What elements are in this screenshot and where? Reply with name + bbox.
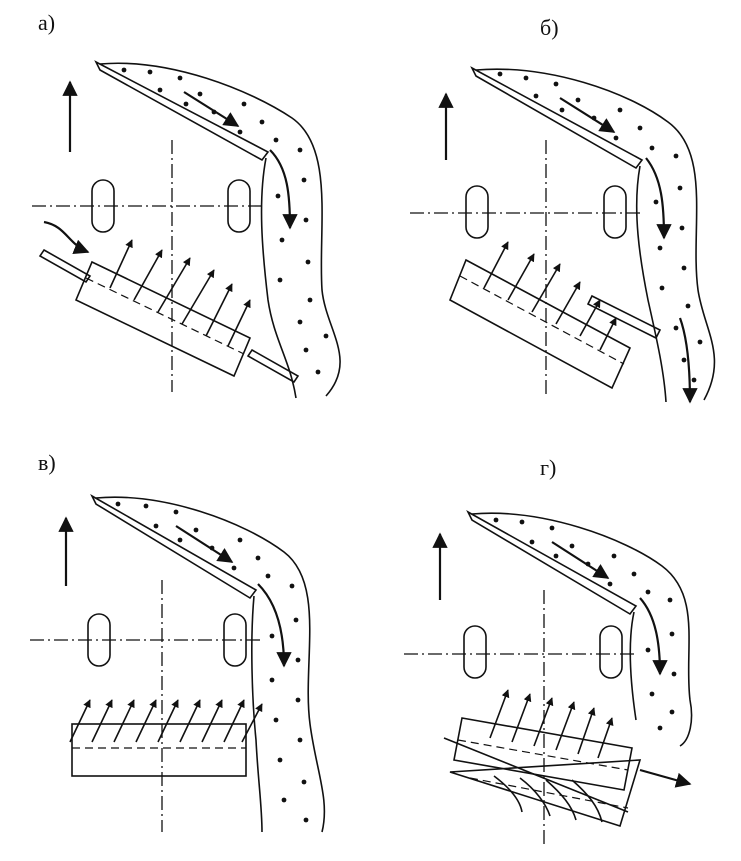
windrow-outer-edge xyxy=(95,496,326,833)
pickup-inner-line xyxy=(85,277,245,355)
pickup-flow-arrows xyxy=(483,241,617,351)
crop-flow-arrow xyxy=(639,597,668,676)
pickup-flow-arrows xyxy=(109,239,251,347)
pickup-unit xyxy=(448,258,632,390)
windrow-board xyxy=(90,493,258,600)
right-wheel xyxy=(603,185,627,239)
feed-arrow xyxy=(43,220,90,254)
crop-flow-arrow xyxy=(257,583,292,668)
panel-b-label: б) xyxy=(540,15,559,40)
windrow-board xyxy=(466,510,638,616)
windrow-dots xyxy=(497,71,703,383)
panel-g: г) xyxy=(404,455,693,848)
crop-flow-arrow xyxy=(183,91,240,127)
conveyor-inner-line xyxy=(469,777,629,809)
right-wheel xyxy=(223,613,247,667)
right-wheel xyxy=(599,625,623,679)
left-wheel xyxy=(87,613,111,667)
pickup-unit xyxy=(74,260,252,378)
pickup-unit xyxy=(453,717,633,791)
panel-a: а) xyxy=(32,10,341,399)
side-conveyor xyxy=(38,248,92,284)
windrow-outer-edge xyxy=(471,512,693,747)
panel-v: в) xyxy=(30,450,326,833)
pickup-unit xyxy=(71,723,247,777)
crop-flow-arrow xyxy=(175,525,234,563)
windrow-outer-edge xyxy=(99,62,341,397)
crop-flow-arrow xyxy=(551,541,610,579)
crop-flow-arrow xyxy=(678,317,698,404)
crop-flow-arrow xyxy=(559,97,616,133)
conveyor-curves xyxy=(493,775,603,823)
pickup-flow-arrows xyxy=(489,689,614,759)
discharge-arrow xyxy=(639,768,692,788)
left-wheel xyxy=(463,625,487,679)
windrow-board xyxy=(470,66,644,170)
panel-v-label: в) xyxy=(38,450,56,475)
pickup-flow-arrows xyxy=(69,699,263,743)
pickup-inner-line xyxy=(457,739,629,771)
pickup-inner-line xyxy=(459,275,625,365)
windrow-inner-edge xyxy=(260,157,297,399)
right-wheel xyxy=(227,179,251,233)
conveyor-axis-line xyxy=(443,737,629,813)
left-wheel xyxy=(91,179,115,233)
panel-b: б) xyxy=(410,15,716,404)
windrow-board xyxy=(94,60,270,162)
windrow-dots xyxy=(121,67,329,375)
panel-g-label: г) xyxy=(540,455,556,480)
panel-a-label: а) xyxy=(38,10,55,35)
windrow-inner-edge xyxy=(629,611,637,721)
left-wheel xyxy=(465,185,489,239)
transverse-conveyor xyxy=(449,759,642,828)
crop-flow-arrow xyxy=(269,149,298,230)
discharge-conveyor xyxy=(586,294,662,340)
windrow-inner-edge xyxy=(251,595,263,833)
windrow-outer-edge xyxy=(475,68,716,401)
discharge-conveyor xyxy=(246,348,300,384)
crop-flow-arrow xyxy=(645,157,672,240)
windrow-dots xyxy=(115,501,309,823)
windrow-inner-edge xyxy=(635,165,667,403)
